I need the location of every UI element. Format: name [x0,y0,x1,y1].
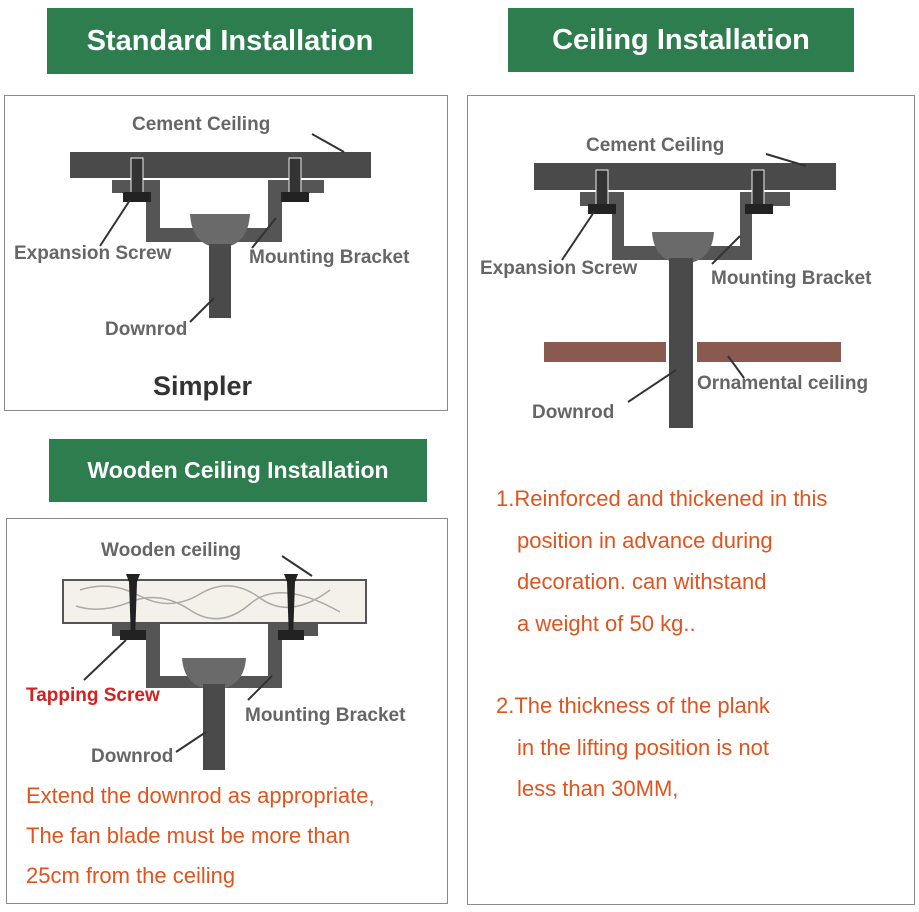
wooden-note-line-1: Extend the downrod as appropriate, [26,783,375,808]
wooden-downrod [203,684,225,770]
ceiling-cement-slab [534,163,836,190]
standard-bracket-pointer [251,217,277,249]
ceiling-downrod-label: Downrod [532,402,615,423]
wooden-nut-left [120,630,146,640]
standard-nut-left [123,192,151,202]
right-note1-line-4: a weight of 50 kg.. [517,611,696,636]
standard-diagram [70,133,371,323]
tapping-screw-left [126,574,140,640]
ceiling-installation-banner: Ceiling Installation [508,8,854,72]
wooden-mounting-bracket-label: Mounting Bracket [245,705,406,726]
standard-nut-right [281,192,309,202]
standard-downrod-label: Downrod [105,319,188,340]
ceiling-installation-panel [467,95,915,905]
ceiling-expansion-screw-left [595,169,609,209]
wooden-downrod-label: Downrod [91,746,174,767]
ceiling-expansion-screw-right [751,169,765,209]
ceiling-cement-ceiling-label: Cement Ceiling [586,135,725,156]
wooden-note-line-2: The fan blade must be more than [26,823,351,848]
ceiling-downrod-pointer [627,369,677,403]
ceiling-downrod [669,258,693,428]
standard-installation-title: Standard Installation [86,24,374,57]
ceiling-installation-title: Ceiling Installation [552,23,810,56]
standard-mounting-bracket [112,180,324,242]
ceiling-cement-pointer [765,153,807,167]
standard-expansion-screw-label: Expansion Screw [14,243,172,264]
standard-expansion-screw-left [130,157,144,197]
standard-installation-banner: Standard Installation [47,8,413,74]
wooden-diagram [62,555,367,770]
wooden-nut-right [278,630,304,640]
standard-mounting-bracket-label: Mounting Bracket [249,247,410,268]
ceiling-downrod-ball [652,232,714,264]
right-note2-line-2: in the lifting position is not [517,735,769,760]
wooden-downrod-ball [182,658,246,690]
wooden-ceiling-installation-title: Wooden Ceiling Installation [87,457,389,483]
wooden-grain-2 [75,592,341,620]
ceiling-ornamental-ceiling-label: Ornamental ceiling [697,373,869,394]
tapping-screw-right [284,574,298,640]
ceiling-mounting-bracket-label: Mounting Bracket [711,268,872,289]
wooden-downrod-pointer [175,731,207,753]
ornamental-ceiling-left [544,342,666,362]
ceiling-diagram [534,153,841,428]
ceiling-expansion-pointer [561,211,595,261]
right-note2-line-1: 2.The thickness of the plank [496,693,770,718]
tapping-screw-label: Tapping Screw [26,685,160,706]
wooden-bracket-pointer [247,675,273,701]
wooden-grain-1 [79,585,331,609]
standard-cement-pointer [311,133,345,153]
ceiling-bracket-pointer [711,235,741,265]
ceiling-nut-right [745,204,773,214]
right-note1-line-3: decoration. can withstand [517,569,767,594]
standard-downrod-pointer [189,297,215,323]
standard-cement-ceiling-label: Cement Ceiling [132,114,271,135]
wooden-note-line-3: 25cm from the ceiling [26,863,236,888]
tapping-screw-pointer [83,639,127,681]
ceiling-expansion-screw-label: Expansion Screw [480,258,638,279]
ceiling-ornamental-pointer [727,355,745,379]
wooden-ceiling-installation-banner: Wooden Ceiling Installation [49,439,427,502]
standard-downrod-ball [190,214,250,248]
standard-simpler-label: Simpler [153,371,253,401]
standard-expansion-screw-right [288,157,302,197]
right-note1-line-1: 1.Reinforced and thickened in this [496,486,828,511]
standard-downrod [209,244,231,318]
right-note2-line-3: less than 30MM, [517,776,679,801]
ornamental-ceiling-right [697,342,841,362]
right-note1-line-2: position in advance during [517,528,773,553]
ceiling-nut-left [588,204,616,214]
wooden-ceiling-pointer [281,555,313,577]
wooden-ceiling-label: Wooden ceiling [101,540,242,561]
standard-expansion-pointer [99,199,131,247]
standard-cement-ceiling-slab [70,152,371,178]
